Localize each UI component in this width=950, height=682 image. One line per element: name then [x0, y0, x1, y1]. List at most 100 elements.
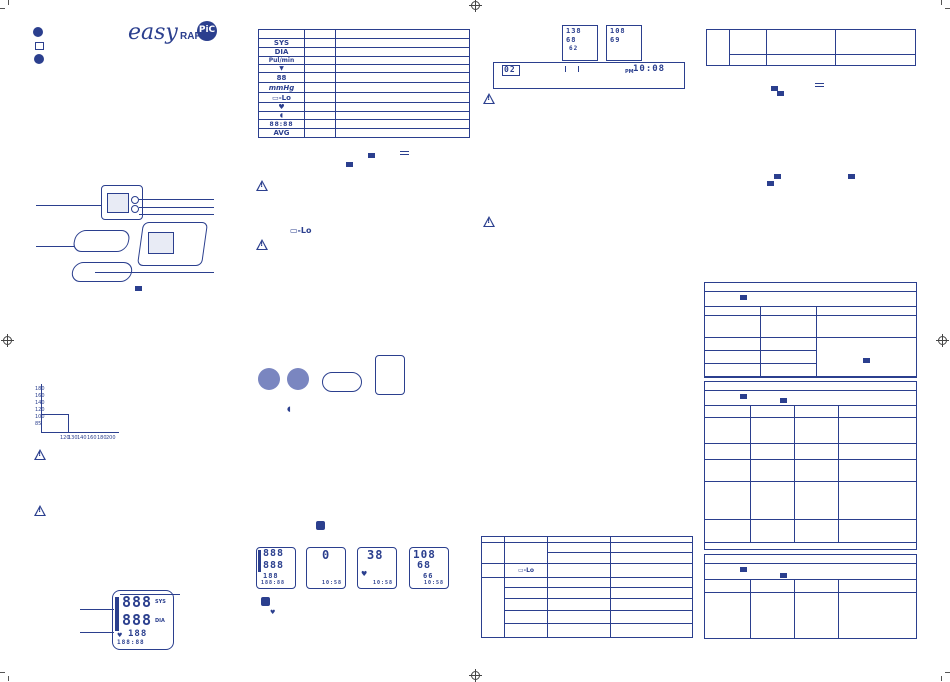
brand-name: easy: [128, 20, 178, 45]
block-divider: [704, 390, 917, 391]
brand-suffix: RAPID: [180, 31, 212, 42]
y-tick: 180: [35, 386, 45, 392]
callout-line: [139, 199, 214, 200]
dia-label: DIA: [155, 618, 165, 624]
dc-symbol-icon: [400, 151, 409, 152]
device-button-icon: [131, 196, 139, 204]
battery-low-symbol: ▭-Lo: [290, 226, 312, 235]
block-divider: [704, 291, 917, 292]
lcd-result-pul: 66: [423, 572, 434, 580]
callout-line: [120, 594, 180, 595]
warning-icon: [256, 180, 268, 191]
crop-mark: [945, 672, 950, 673]
cuff-illustration: [287, 368, 309, 390]
warning-icon: [34, 449, 46, 460]
symbols-table: SYS DIA Pul/min ▼ 88 mmHg ▭-Lo ♥ ◖ 88:88…: [258, 29, 470, 138]
lcd-p3-b: 108: [610, 27, 626, 35]
start-button-icon: [316, 521, 325, 530]
callout-line: [80, 632, 114, 633]
small-key-icon: [740, 567, 747, 572]
small-key-icon: [135, 286, 142, 291]
irregular-heartbeat-icon: ◖: [287, 405, 291, 413]
warning-icon: [256, 239, 268, 250]
callout-line: [36, 246, 74, 247]
lcd-full-row1: 888: [263, 548, 285, 559]
x-tick: 120: [60, 435, 70, 441]
info-table-1: [704, 306, 917, 378]
x-tick: 180: [97, 435, 107, 441]
specs-table: [706, 29, 916, 66]
y-tick: 85: [35, 421, 42, 427]
y-tick: 160: [35, 393, 45, 399]
symbol-pulse: Pul/min: [258, 56, 305, 65]
memory-number-box: [502, 65, 520, 76]
small-key-icon: [780, 573, 787, 578]
registration-mark: [1, 334, 14, 347]
lcd-memory-number: 02: [504, 65, 516, 74]
symbol-deflate: ▼: [258, 64, 305, 73]
small-key-icon: [777, 91, 784, 96]
lcd-tick: [578, 66, 579, 72]
table-battery-low: ▭-Lo: [504, 562, 548, 579]
warning-icon: [34, 505, 46, 516]
language-dot-icon: [33, 27, 43, 37]
small-key-icon: [780, 398, 787, 403]
symbol-heart: ♥: [258, 102, 305, 112]
small-key-icon: [848, 174, 855, 179]
lcd-time-digits: 188:88: [117, 639, 145, 646]
lcd-diagram-frame: [112, 590, 174, 650]
y-tick: 140: [35, 400, 45, 406]
lcd-tick: [565, 66, 566, 72]
block-divider: [704, 563, 917, 564]
symbol-irregular: ◖: [258, 111, 305, 120]
device-top-illustration: [101, 185, 143, 220]
bar-indicator: [115, 597, 119, 631]
info-table-3: [704, 579, 917, 639]
lcd-inflating: 38: [367, 548, 384, 562]
crop-mark: [0, 672, 5, 673]
pic-logo: PiC: [197, 21, 217, 41]
registration-mark: [936, 334, 949, 347]
lcd-p3-e: 62: [569, 45, 579, 52]
small-key-icon: [740, 295, 747, 300]
arm-illustration: [322, 372, 362, 392]
warning-icon: [483, 216, 495, 227]
chart-region-box: [41, 414, 69, 433]
recycle-icon: [34, 54, 44, 64]
lcd-full-row2: 888: [263, 560, 285, 571]
small-key-icon: [863, 358, 870, 363]
warning-icon: [483, 93, 495, 104]
lcd-p3-d: 69: [610, 36, 621, 44]
crop-mark: [945, 8, 950, 9]
bar-indicator: [258, 550, 261, 572]
small-key-icon: [368, 153, 375, 158]
lcd-dia-digits: 888: [122, 611, 153, 629]
crop-mark: [941, 0, 942, 5]
heart-icon: ♥: [117, 632, 123, 639]
symbol-dia: DIA: [258, 47, 305, 57]
dc-symbol-icon: [400, 154, 409, 155]
small-key-icon: [740, 394, 747, 399]
x-tick: 140: [77, 435, 87, 441]
x-tick: 200: [106, 435, 116, 441]
x-tick: 160: [87, 435, 97, 441]
person-illustration: [375, 355, 405, 395]
book-icon: [35, 42, 44, 50]
heart-icon: ♥: [270, 609, 276, 616]
crop-mark: [8, 0, 9, 5]
callout-line: [36, 205, 101, 206]
sys-label: SYS: [155, 599, 166, 605]
heart-icon: ♥: [361, 570, 368, 578]
symbol-memory: 88: [258, 72, 305, 83]
symbol-sys: SYS: [258, 38, 305, 48]
symbol-time: 88:88: [258, 119, 305, 129]
lcd-screen-zero: [306, 547, 346, 589]
small-key-icon: [771, 86, 778, 91]
lcd-zero: 0: [322, 548, 331, 562]
troubleshooting-table: ▭-Lo: [481, 535, 693, 638]
small-key-icon: [346, 162, 353, 167]
lcd-full-time: 188:88: [261, 580, 286, 586]
lcd-screen-full: [256, 547, 296, 589]
lcd-result-dia: 68: [417, 560, 432, 571]
chart-x-axis: [41, 432, 119, 433]
